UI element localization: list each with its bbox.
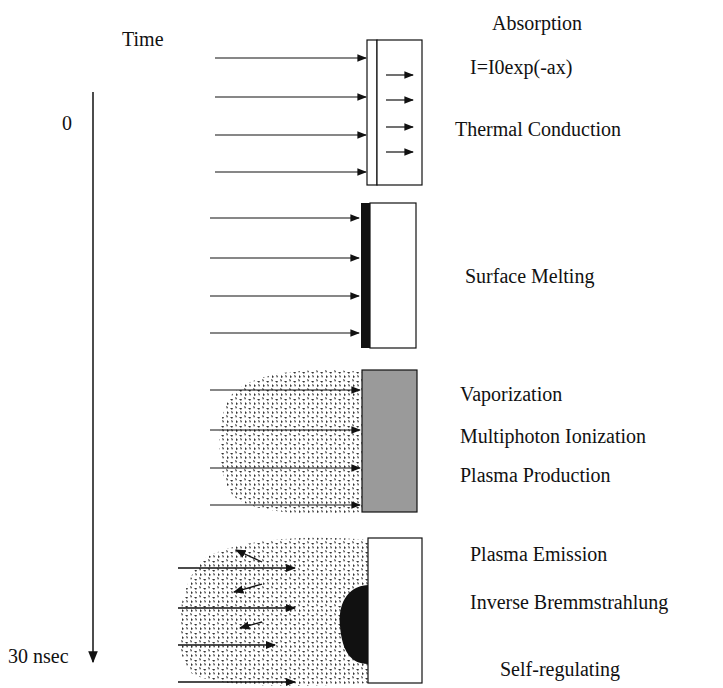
stage-label: Self-regulating	[500, 658, 620, 680]
equation: I=I0exp(-ax)	[470, 56, 572, 78]
stage-label: Absorption	[492, 12, 582, 34]
stage-label: Plasma Production	[460, 464, 611, 486]
axis-title: Time	[122, 28, 164, 50]
stage-label: Vaporization	[460, 383, 562, 405]
stage-plasma	[178, 538, 422, 686]
stage-label: Surface Melting	[465, 265, 594, 287]
stage-melting	[210, 203, 416, 348]
stage-label: Multiphoton Ionization	[460, 425, 646, 447]
time-axis	[92, 92, 94, 662]
stage-label: Plasma Emission	[470, 543, 607, 565]
time-start: 0	[62, 112, 72, 134]
stage-label: Thermal Conduction	[455, 118, 621, 140]
time-end: 30 nsec	[8, 645, 69, 667]
stage-label: Inverse Bremmstrahlung	[470, 591, 668, 613]
stage-absorption	[215, 40, 422, 185]
stage-vaporization	[210, 370, 417, 514]
